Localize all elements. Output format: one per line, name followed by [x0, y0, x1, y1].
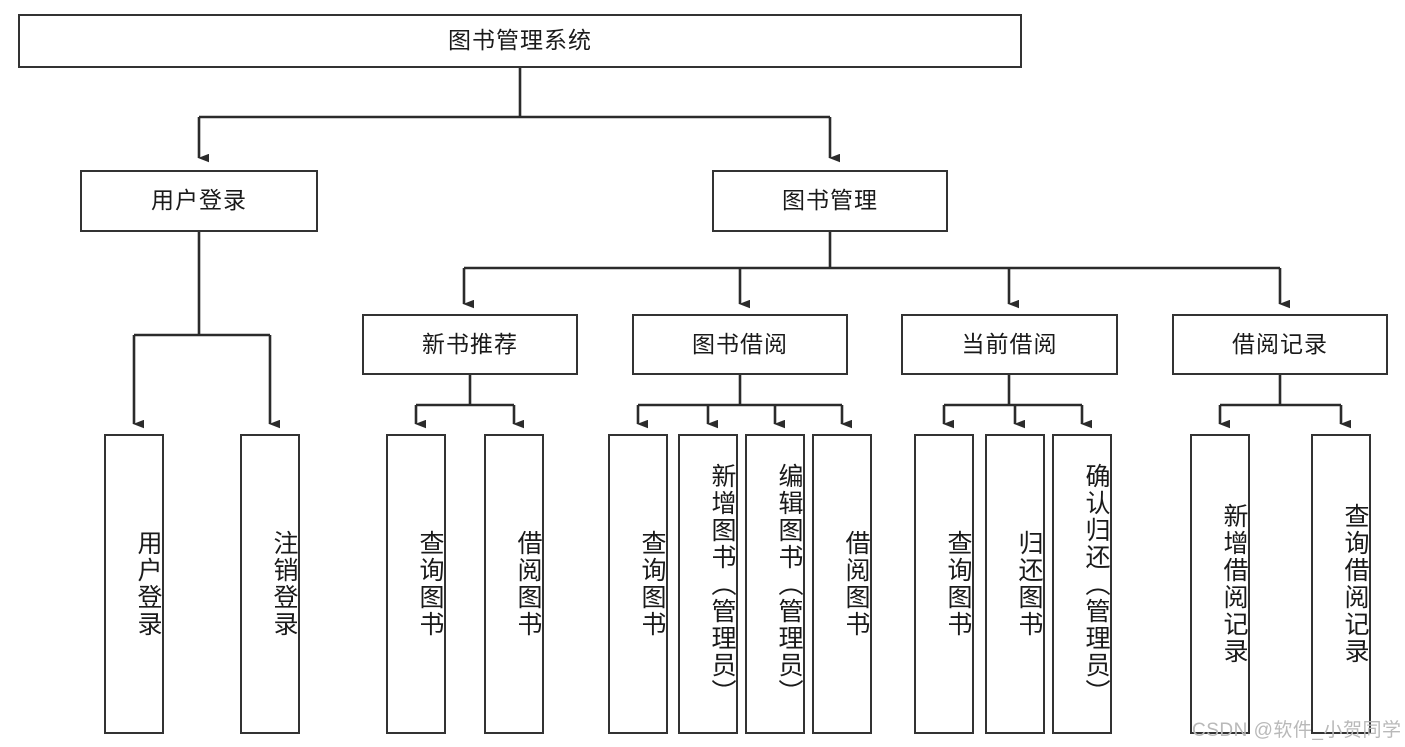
node-leaf-add-book-admin-label: 新增图书（管理员） — [708, 462, 736, 706]
node-leaf-add-borrow-record[interactable]: 新增借阅记录 — [1190, 434, 1250, 734]
node-borrow-record-label: 借阅记录 — [1232, 330, 1328, 357]
node-leaf-edit-book-admin[interactable]: 编辑图书（管理员） — [745, 434, 805, 734]
node-leaf-borrow-book-rec-label: 借阅图书 — [514, 530, 542, 638]
node-leaf-user-login-label: 用户登录 — [134, 530, 162, 638]
node-leaf-edit-book-admin-label: 编辑图书（管理员） — [775, 462, 803, 706]
node-leaf-user-logout-label: 注销登录 — [270, 530, 298, 638]
node-leaf-return-book-label: 归还图书 — [1015, 530, 1043, 638]
node-leaf-query-book-rec-label: 查询图书 — [416, 530, 444, 638]
node-leaf-query-book-current-label: 查询图书 — [944, 530, 972, 638]
node-leaf-return-book[interactable]: 归还图书 — [985, 434, 1045, 734]
node-leaf-user-logout[interactable]: 注销登录 — [240, 434, 300, 734]
node-new-book-recommend[interactable]: 新书推荐 — [362, 314, 578, 375]
node-new-book-recommend-label: 新书推荐 — [422, 330, 518, 357]
node-leaf-query-book-borrow[interactable]: 查询图书 — [608, 434, 668, 734]
node-leaf-borrow-book[interactable]: 借阅图书 — [812, 434, 872, 734]
node-leaf-query-book-current[interactable]: 查询图书 — [914, 434, 974, 734]
node-root[interactable]: 图书管理系统 — [18, 14, 1022, 68]
node-current-borrow[interactable]: 当前借阅 — [901, 314, 1118, 375]
node-leaf-confirm-return-admin[interactable]: 确认归还（管理员） — [1052, 434, 1112, 734]
node-leaf-add-borrow-record-label: 新增借阅记录 — [1220, 503, 1248, 665]
node-current-borrow-label: 当前借阅 — [961, 330, 1058, 357]
node-leaf-query-book-borrow-label: 查询图书 — [638, 530, 666, 638]
node-book-manage-label: 图书管理 — [782, 187, 878, 214]
csdn-watermark: CSDN @软件_小贺同学 — [1192, 720, 1402, 741]
node-leaf-user-login[interactable]: 用户登录 — [104, 434, 164, 734]
node-user-login[interactable]: 用户登录 — [80, 170, 318, 232]
node-leaf-query-borrow-record[interactable]: 查询借阅记录 — [1311, 434, 1371, 734]
node-leaf-query-book-rec[interactable]: 查询图书 — [386, 434, 446, 734]
node-root-label: 图书管理系统 — [448, 27, 592, 54]
node-book-borrow[interactable]: 图书借阅 — [632, 314, 848, 375]
node-book-manage[interactable]: 图书管理 — [712, 170, 948, 232]
node-user-login-label: 用户登录 — [151, 187, 247, 214]
node-borrow-record[interactable]: 借阅记录 — [1172, 314, 1388, 375]
node-leaf-borrow-book-rec[interactable]: 借阅图书 — [484, 434, 544, 734]
node-leaf-query-borrow-record-label: 查询借阅记录 — [1341, 503, 1369, 665]
node-leaf-add-book-admin[interactable]: 新增图书（管理员） — [678, 434, 738, 734]
node-book-borrow-label: 图书借阅 — [692, 330, 788, 357]
node-leaf-confirm-return-admin-label: 确认归还（管理员） — [1082, 462, 1110, 706]
node-leaf-borrow-book-label: 借阅图书 — [842, 530, 870, 638]
